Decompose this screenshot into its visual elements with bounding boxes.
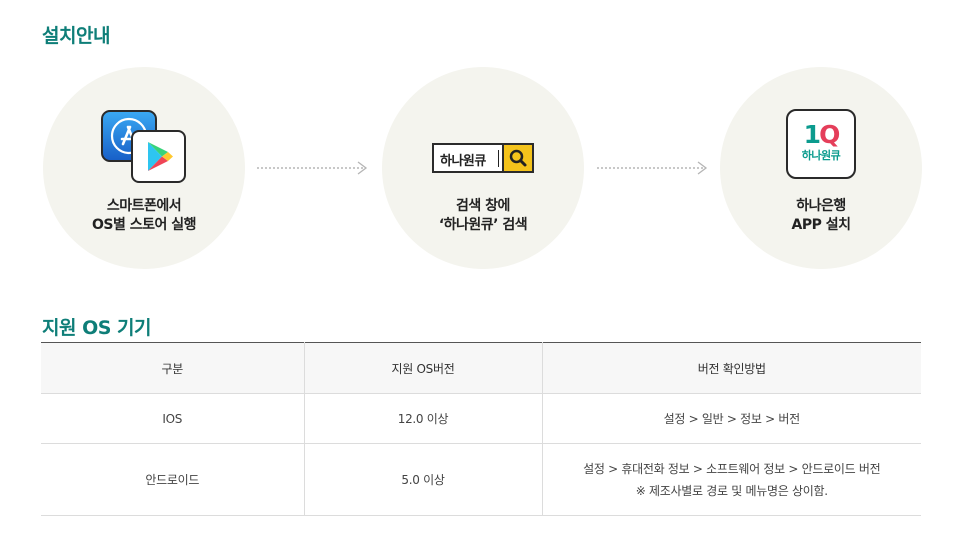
supported-os-table: 구분 지원 OS버전 버전 확인방법 IOS 12.0 이상 설정 > 일반 >… [41, 342, 921, 516]
step-3-line-1: 하나은행 [796, 198, 846, 214]
dotted-arrow-icon [257, 161, 368, 175]
dotted-arrow-icon [597, 161, 708, 175]
row-type: 안드로이드 [41, 443, 305, 516]
table-header-row: 구분 지원 OS버전 버전 확인방법 [41, 342, 921, 394]
table-row: 안드로이드 5.0 이상 설정 > 휴대전화 정보 > 소프트웨어 정보 > 안… [41, 443, 921, 516]
install-guide-title: 설치안내 [42, 25, 110, 47]
row-method: 설정 > 휴대전화 정보 > 소프트웨어 정보 > 안드로이드 버전 [583, 461, 881, 476]
row-method-cell: 설정 > 휴대전화 정보 > 소프트웨어 정보 > 안드로이드 버전 ※ 제조사… [542, 443, 921, 516]
row-type: IOS [41, 393, 305, 444]
header-check-method: 버전 확인방법 [542, 342, 921, 394]
supported-os-title: 지원 OS 기기 [42, 317, 152, 339]
search-box-text: 하나원큐 [440, 154, 486, 169]
app-name-text: 하나원큐 [801, 149, 841, 162]
google-play-icon [131, 130, 186, 183]
row-note: ※ 제조사별로 경로 및 메뉴명은 상이함. [635, 483, 828, 498]
search-box-illustration: 하나원큐 [432, 143, 534, 173]
step-2-line-1: 검색 창에 [456, 198, 510, 214]
step-run-store: 스마트폰에서 OS별 스토어 실행 [43, 67, 245, 269]
step-1-line-1: 스마트폰에서 [106, 198, 182, 214]
step-install-app: 1Q 하나원큐 하나은행 APP 설치 [720, 67, 922, 269]
step-2-line-2: ‘하나원큐’ 검색 [438, 217, 528, 233]
search-icon [502, 145, 532, 171]
step-3-line-2: APP 설치 [791, 217, 852, 233]
hana-1q-app-icon: 1Q 하나원큐 [786, 109, 856, 179]
row-version: 12.0 이상 [304, 393, 543, 444]
app-logo-text: 1Q [803, 120, 841, 149]
step-1-line-2: OS별 스토어 실행 [91, 217, 197, 233]
header-category: 구분 [41, 342, 305, 394]
step-search: 하나원큐 검색 창에 ‘하나원큐’ 검색 [382, 67, 584, 269]
table-row: IOS 12.0 이상 설정 > 일반 > 정보 > 버전 [41, 393, 921, 444]
row-method: 설정 > 일반 > 정보 > 버전 [542, 393, 921, 444]
row-version: 5.0 이상 [304, 443, 543, 516]
header-os-version: 지원 OS버전 [304, 342, 543, 394]
